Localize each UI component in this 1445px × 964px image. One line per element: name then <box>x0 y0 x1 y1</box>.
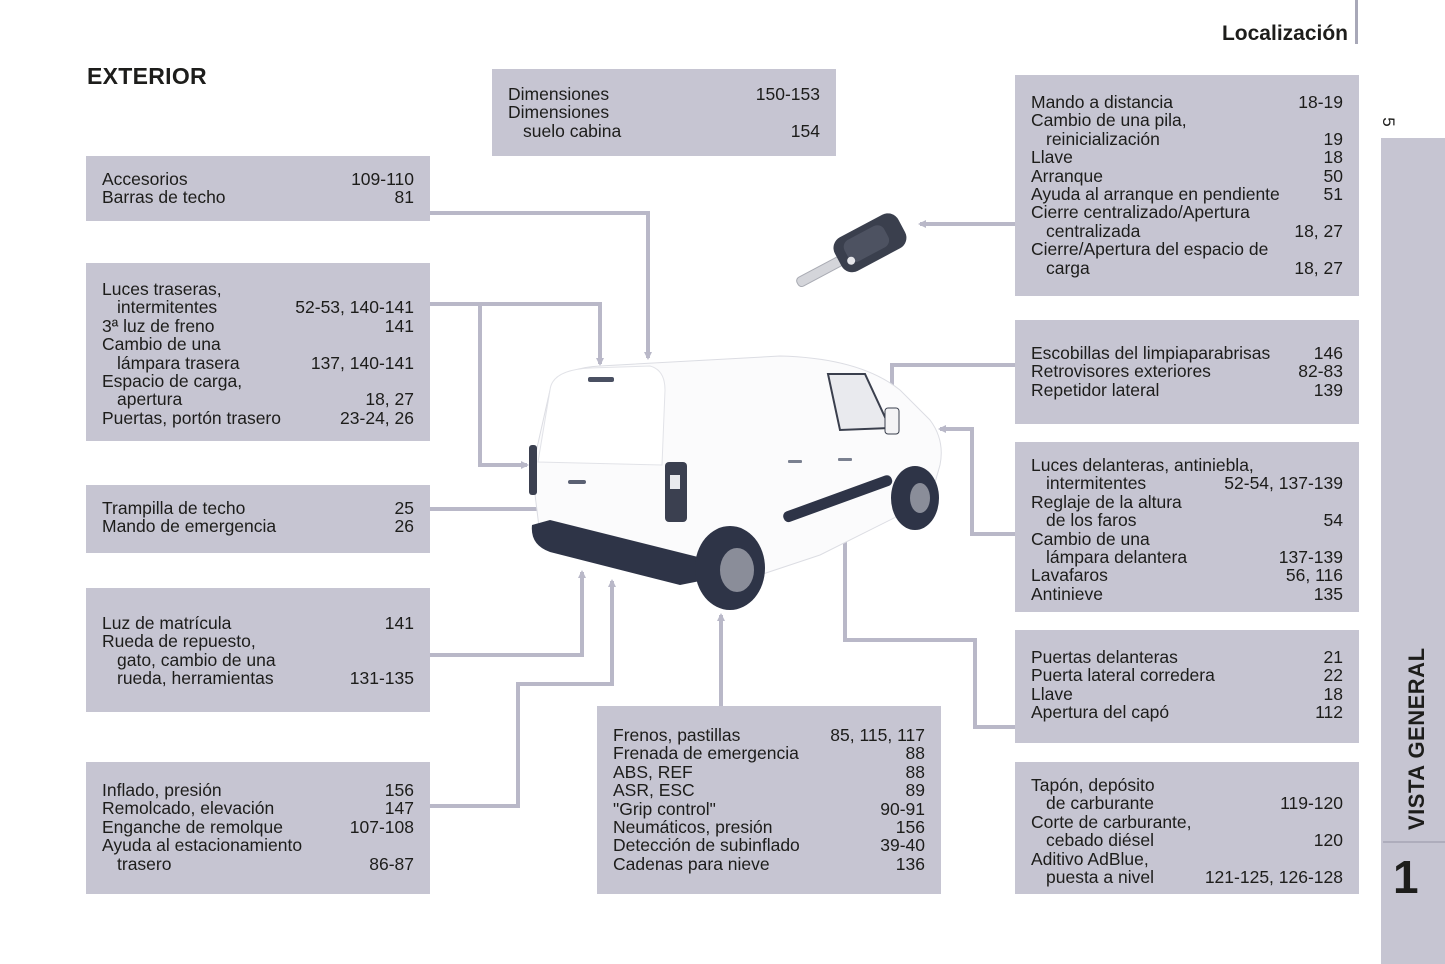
section-title: EXTERIOR <box>87 63 207 89</box>
callout-box-front-lights: Luces delanteras, antiniebla, intermiten… <box>1015 442 1359 612</box>
connector-luces-traseras-top <box>430 302 604 366</box>
header-rule <box>1355 0 1358 44</box>
index-entry: "Grip control"90-91 <box>613 798 925 819</box>
connector-accesorios <box>430 211 652 360</box>
chapter-number: 1 <box>1393 851 1419 903</box>
remote-key-illustration <box>796 213 907 288</box>
chapter-tab-divider <box>1383 841 1445 843</box>
connector-luces-traseras-side <box>478 304 529 469</box>
van-illustration <box>529 355 942 610</box>
connector-matricula <box>430 570 586 657</box>
chapter-side-tab <box>1381 138 1445 964</box>
connector-luces-delanteras <box>938 425 1015 536</box>
connector-inflado <box>430 579 616 808</box>
connector-puertas <box>841 456 1015 729</box>
header-title: Localización <box>1221 22 1348 45</box>
